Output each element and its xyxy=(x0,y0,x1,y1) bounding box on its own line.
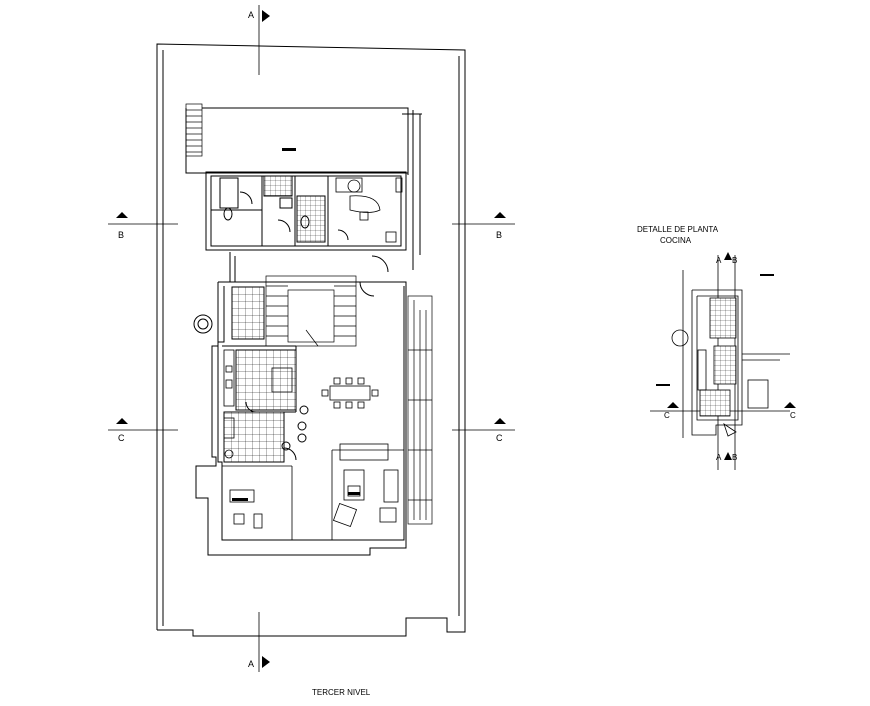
level-tag xyxy=(232,498,248,501)
door-swing xyxy=(359,281,375,297)
living-room-furniture xyxy=(331,443,405,540)
section-marker-arrow xyxy=(724,252,732,260)
section-label-a-bottom: A xyxy=(248,659,254,669)
exterior-stair xyxy=(185,103,203,157)
level-tag xyxy=(760,274,774,276)
door-swing xyxy=(245,401,257,413)
balcony-rail xyxy=(407,295,433,525)
section-marker-arrow xyxy=(494,212,506,218)
toilet-symbol xyxy=(300,215,310,229)
section-markers xyxy=(116,10,796,668)
kitchen-floor-tiles xyxy=(231,286,265,340)
section-label-c-right: C xyxy=(496,433,503,443)
toilet-symbol xyxy=(223,207,233,221)
detail-kitchen xyxy=(650,255,790,470)
sink-symbol xyxy=(279,197,293,209)
detail-title-line2: COCINA xyxy=(660,236,692,245)
interior-stair xyxy=(265,275,357,347)
study-furniture xyxy=(335,177,403,243)
section-label-c-left: C xyxy=(118,433,125,443)
level-tag xyxy=(656,384,670,386)
shower-floor xyxy=(263,175,293,197)
door-swing xyxy=(277,219,291,233)
dining-table xyxy=(321,377,379,409)
door-swing xyxy=(283,447,297,461)
section-marker-arrow xyxy=(262,656,270,668)
plan-title: TERCER NIVEL xyxy=(312,688,371,697)
kitchen-floor-tiles xyxy=(235,349,297,411)
door-swing xyxy=(239,191,253,205)
section-marker-arrow xyxy=(784,402,796,408)
section-marker-arrow xyxy=(724,452,732,460)
section-label-b-left: B xyxy=(118,230,124,240)
shower-stall xyxy=(219,177,239,209)
detail-section-b-top: B xyxy=(732,256,737,265)
detail-section-c-left: C xyxy=(664,411,670,420)
detail-section-c-right: C xyxy=(790,411,796,420)
section-marker-arrow xyxy=(262,10,270,22)
level-tag xyxy=(282,148,296,151)
site-boundary xyxy=(156,43,466,637)
round-stools xyxy=(281,405,309,451)
section-marker-arrow xyxy=(116,418,128,424)
living-block-walls xyxy=(195,252,407,556)
section-label-a-top: A xyxy=(248,10,254,20)
door-swing xyxy=(337,229,349,241)
level-tag xyxy=(348,492,360,495)
planter-circle xyxy=(197,318,209,330)
detail-section-b-bottom: B xyxy=(732,453,737,462)
door-swing xyxy=(371,255,389,273)
planter-circle xyxy=(193,314,213,334)
section-label-b-right: B xyxy=(496,230,502,240)
detail-section-a-bottom: A xyxy=(716,453,722,462)
bath-block xyxy=(205,171,407,251)
section-marker-arrow xyxy=(494,418,506,424)
bedroom-lower xyxy=(222,465,293,540)
detail-section-a-top: A xyxy=(716,256,722,265)
section-marker-arrow xyxy=(116,212,128,218)
kitchen-counter xyxy=(223,349,293,459)
section-marker-arrow xyxy=(667,402,679,408)
terrace-upper xyxy=(185,107,422,270)
detail-title-line1: DETALLE DE PLANTA xyxy=(637,225,719,234)
